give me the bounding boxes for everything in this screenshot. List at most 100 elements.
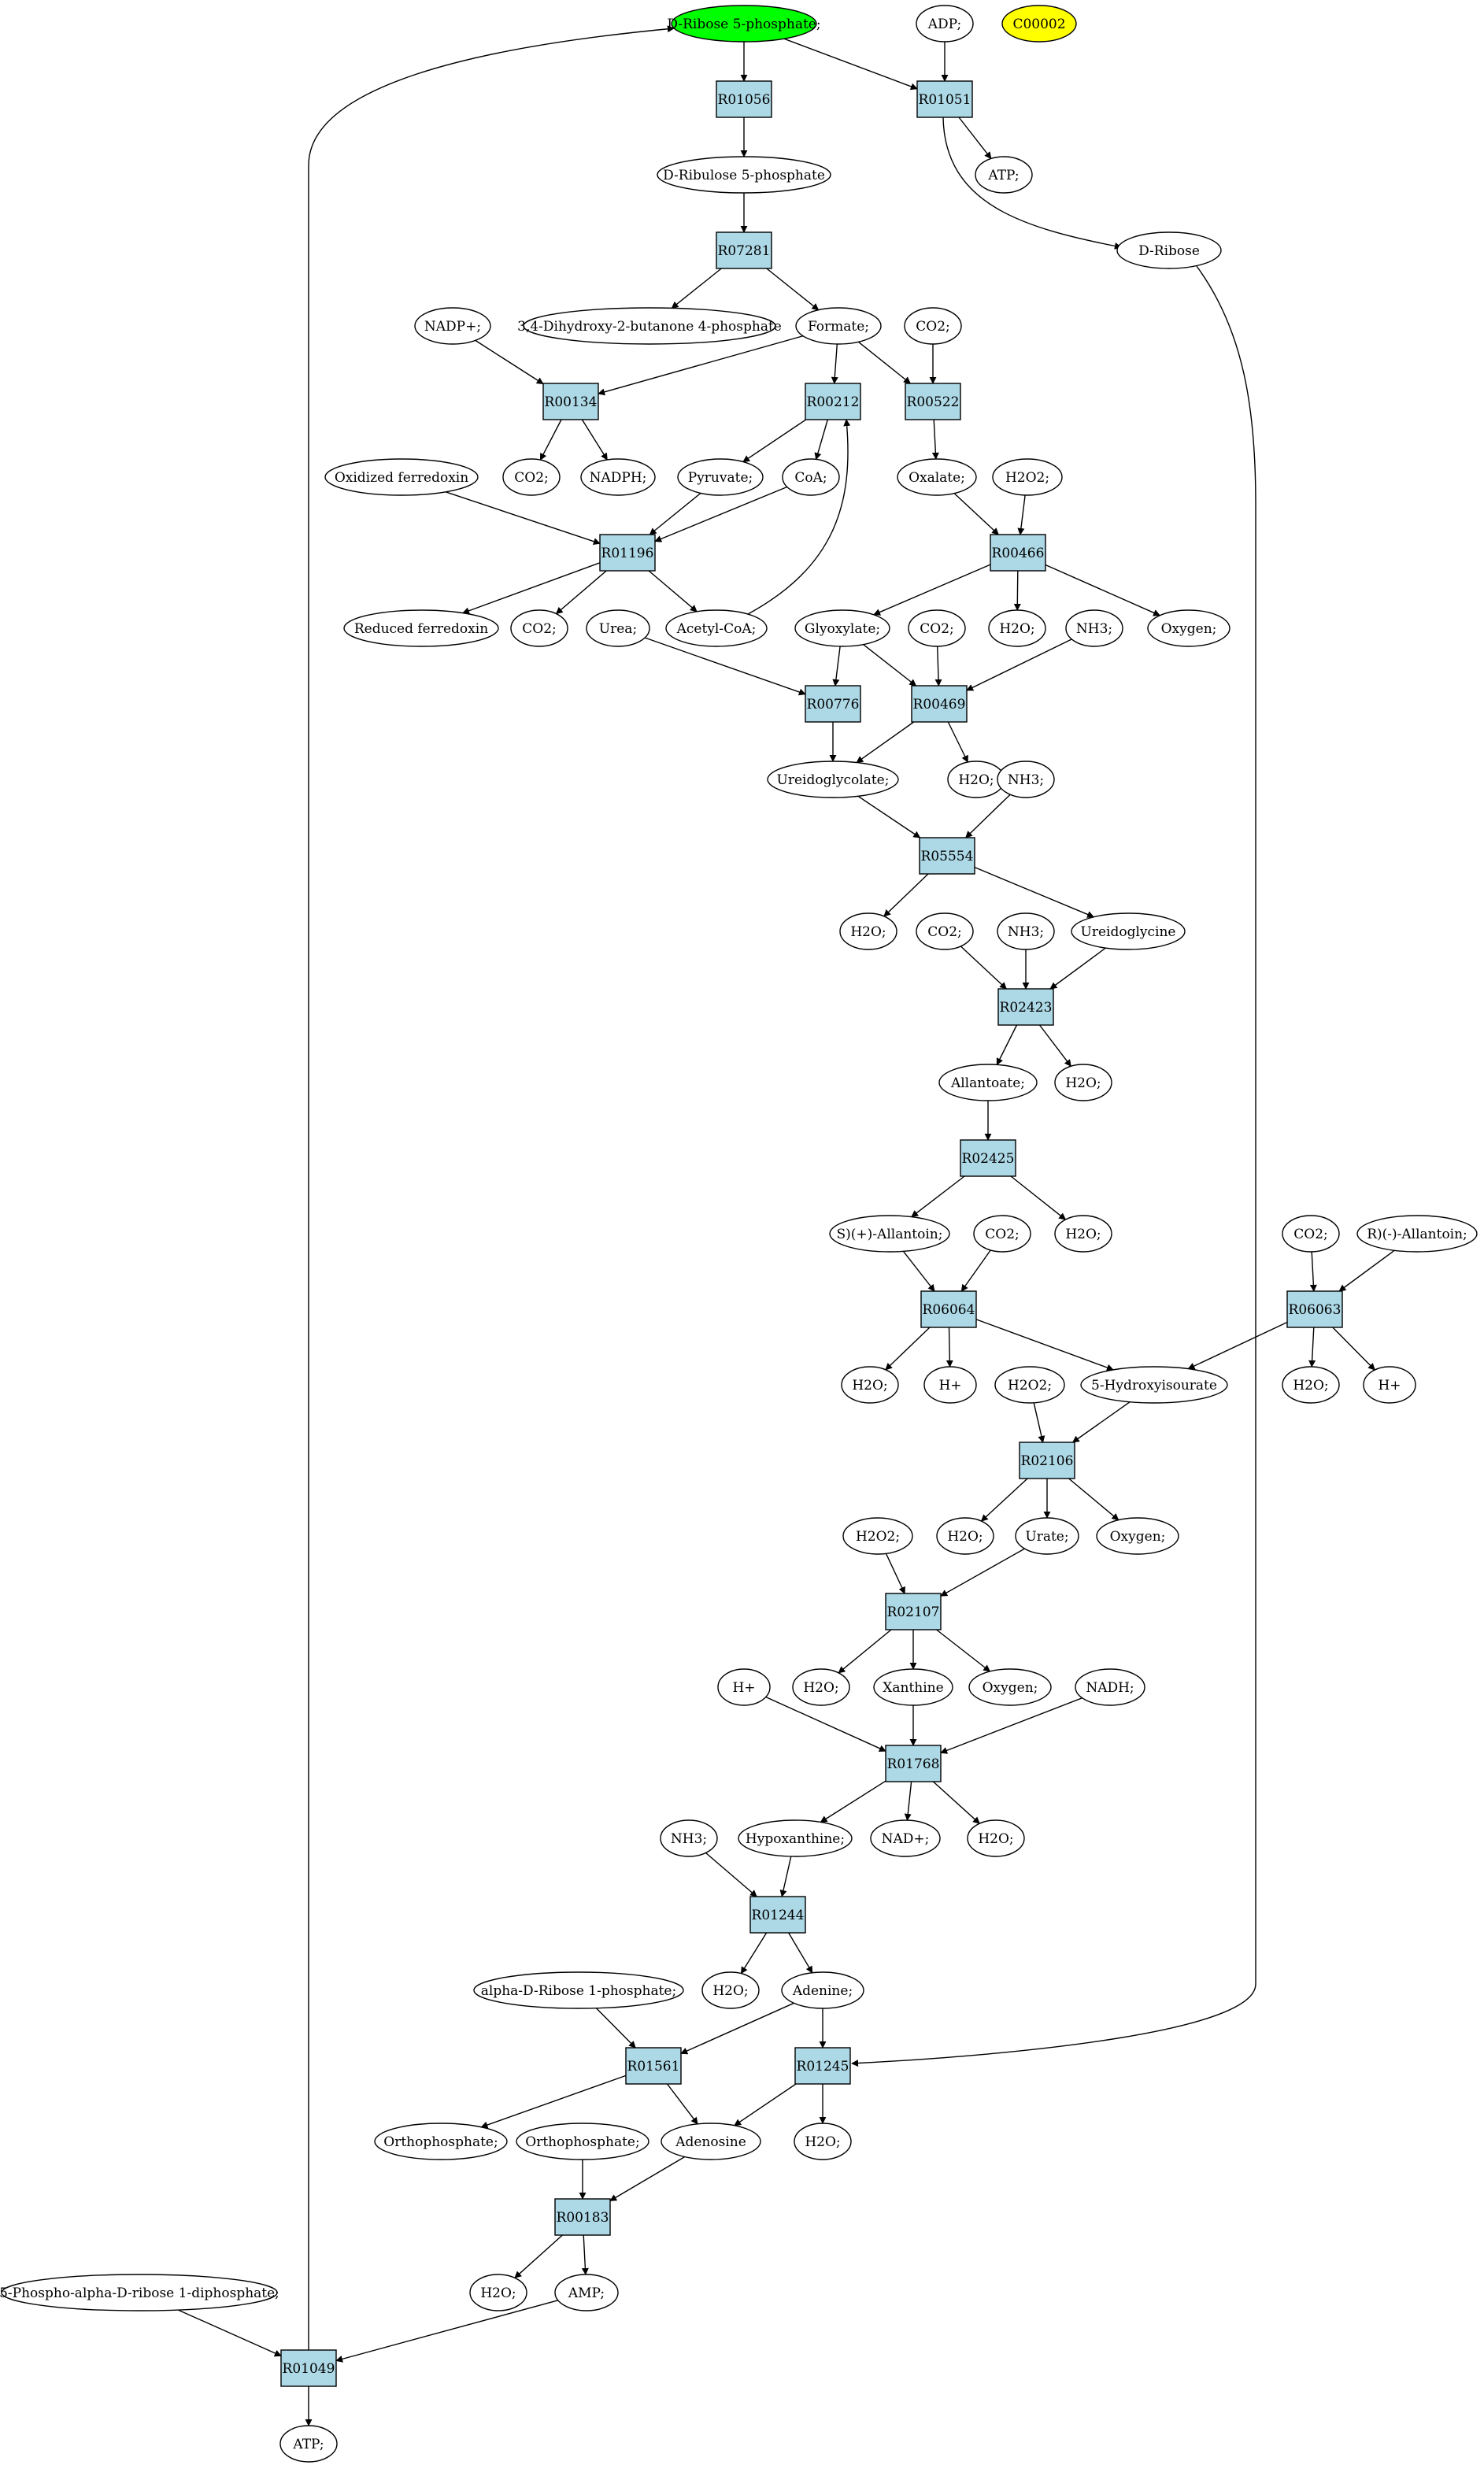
compound-node-oxalate[interactable]: Oxalate;: [897, 458, 977, 496]
reaction-node-R07281[interactable]: R07281: [716, 231, 772, 269]
reaction-label: R00183: [557, 2210, 609, 2226]
compound-node-adp[interactable]: ADP;: [916, 5, 974, 43]
compound-node-urate[interactable]: Urate;: [1015, 1517, 1079, 1555]
compound-ellipse: [661, 2123, 761, 2160]
reaction-node-R01561[interactable]: R01561: [625, 2047, 682, 2085]
reaction-node-R00134[interactable]: R00134: [542, 383, 599, 420]
compound-node-pyruvate[interactable]: Pyruvate;: [677, 458, 764, 496]
compound-node-xanthine[interactable]: Xanthine: [873, 1668, 953, 1706]
compound-node-hplus_c[interactable]: H+: [717, 1668, 771, 1706]
reaction-box: [997, 988, 1054, 1026]
compound-node-formate[interactable]: Formate;: [795, 307, 882, 345]
compound-node-oxygen_c[interactable]: Oxygen;: [968, 1668, 1052, 1706]
compound-node-dribose5p[interactable]: D-Ribose 5-phosphate;: [667, 5, 821, 43]
reaction-node-R01244[interactable]: R01244: [749, 1896, 806, 1934]
compound-node-ureidoglycolate[interactable]: Ureidoglycolate;: [767, 761, 899, 798]
reaction-node-R01245[interactable]: R01245: [794, 2047, 851, 2085]
compound-node-ureidoglycine[interactable]: Ureidoglycine: [1071, 912, 1186, 950]
compound-node-dihydroxybutanone[interactable]: 3,4-Dihydroxy-2-butanone 4-phosphate: [517, 307, 782, 345]
compound-node-adenosine[interactable]: Adenosine: [661, 2123, 761, 2160]
reaction-node-R01051[interactable]: R01051: [916, 80, 973, 118]
compound-node-allantoate[interactable]: Allantoate;: [938, 1064, 1038, 1101]
compound-node-nh3_c[interactable]: NH3;: [997, 912, 1055, 950]
compound-node-hypoxanthine[interactable]: Hypoxanthine;: [738, 1819, 853, 1857]
reaction-node-R00469[interactable]: R00469: [911, 685, 968, 723]
compound-node-h2o_b[interactable]: H2O;: [947, 761, 1005, 798]
reaction-node-R00522[interactable]: R00522: [905, 383, 961, 420]
reaction-node-R01056[interactable]: R01056: [716, 80, 772, 118]
compound-node-glyoxylate[interactable]: Glyoxylate;: [794, 609, 890, 647]
compound-node-rallantoin[interactable]: R)(-)-Allantoin;: [1356, 1215, 1478, 1253]
reaction-box: [905, 383, 961, 420]
compound-node-nadph[interactable]: NADPH;: [580, 458, 656, 496]
compound-node-h2o_h[interactable]: H2O;: [936, 1517, 994, 1555]
reaction-node-R02107[interactable]: R02107: [885, 1593, 942, 1630]
compound-node-co2_e[interactable]: CO2;: [916, 912, 974, 950]
compound-node-orthophos_a[interactable]: Orthophosphate;: [374, 2123, 508, 2160]
compound-node-h2o_l[interactable]: H2O;: [794, 2123, 852, 2160]
compound-node-h2o_d[interactable]: H2O;: [1054, 1064, 1112, 1101]
compound-label: 5-Hydroxyisourate: [1091, 1378, 1217, 1394]
reaction-node-R01768[interactable]: R01768: [885, 1745, 942, 1782]
compound-node-urea[interactable]: Urea;: [586, 609, 650, 647]
compound-node-acetylcoa[interactable]: Acetyl-CoA;: [665, 609, 768, 647]
reaction-node-R00183[interactable]: R00183: [554, 2198, 611, 2236]
compound-node-oxygen_b[interactable]: Oxygen;: [1096, 1517, 1179, 1555]
compound-node-h2o_g[interactable]: H2O;: [1282, 1366, 1340, 1404]
compound-node-h2o_i[interactable]: H2O;: [792, 1668, 850, 1706]
compound-node-prpp[interactable]: 5-Phospho-alpha-D-ribose 1-diphosphate;: [0, 2274, 279, 2311]
reaction-node-R06063[interactable]: R06063: [1286, 1290, 1343, 1328]
compound-node-co2_f[interactable]: CO2;: [973, 1215, 1031, 1253]
compound-node-h2o_m[interactable]: H2O;: [469, 2274, 527, 2311]
edge-nh3_a-to-R00469: [966, 638, 1072, 691]
reaction-node-R00212[interactable]: R00212: [805, 383, 861, 420]
compound-node-oxygen_a[interactable]: Oxygen;: [1147, 609, 1230, 647]
compound-node-co2_b[interactable]: CO2;: [502, 458, 561, 496]
compound-node-h2o_k[interactable]: H2O;: [701, 1971, 760, 2009]
compound-node-sallantoin[interactable]: S)(+)-Allantoin;: [829, 1215, 950, 1253]
reaction-node-R02423[interactable]: R02423: [997, 988, 1054, 1026]
compound-node-nh3_a[interactable]: NH3;: [1065, 609, 1123, 647]
reaction-node-R05554[interactable]: R05554: [919, 837, 975, 875]
reaction-node-R00466[interactable]: R00466: [990, 534, 1046, 572]
compound-node-redferr[interactable]: Reduced ferredoxin: [343, 609, 499, 647]
compound-node-adenine[interactable]: Adenine;: [781, 1971, 864, 2009]
compound-node-co2_d[interactable]: CO2;: [908, 609, 966, 647]
compound-node-coa[interactable]: CoA;: [782, 458, 840, 496]
compound-node-nh3_b[interactable]: NH3;: [997, 761, 1055, 798]
compound-node-atp1[interactable]: ATP;: [975, 156, 1033, 194]
compound-node-c00002[interactable]: C00002: [1001, 5, 1077, 43]
compound-node-h2o2_b[interactable]: H2O2;: [994, 1366, 1065, 1404]
compound-node-dribose[interactable]: D-Ribose: [1116, 231, 1222, 269]
compound-node-amp[interactable]: AMP;: [554, 2274, 619, 2311]
reaction-node-R02425[interactable]: R02425: [960, 1139, 1016, 1177]
compound-node-h2o2_a[interactable]: H2O2;: [992, 458, 1063, 496]
reaction-node-R01196[interactable]: R01196: [599, 534, 656, 572]
compound-node-alpharib1p[interactable]: alpha-D-Ribose 1-phosphate;: [473, 1971, 684, 2009]
compound-node-atp2[interactable]: ATP;: [279, 2425, 338, 2463]
compound-node-dribulose5p[interactable]: D-Ribulose 5-phosphate: [657, 156, 831, 194]
edge-glyoxylate-to-R00469: [863, 644, 917, 687]
compound-node-co2_c[interactable]: CO2;: [510, 609, 568, 647]
compound-node-nadpplus[interactable]: NADP+;: [414, 307, 491, 345]
compound-node-oxferr[interactable]: Oxidized ferredoxin: [324, 458, 479, 496]
reaction-node-R01049[interactable]: R01049: [280, 2349, 337, 2387]
reaction-node-R06064[interactable]: R06064: [920, 1290, 977, 1328]
reaction-node-R02106[interactable]: R02106: [1019, 1442, 1075, 1479]
compound-node-hydroxyisourate[interactable]: 5-Hydroxyisourate: [1080, 1366, 1228, 1404]
compound-node-co2_a[interactable]: CO2;: [904, 307, 962, 345]
compound-node-nh3_d[interactable]: NH3;: [660, 1819, 718, 1857]
compound-node-h2o_a[interactable]: H2O;: [988, 609, 1046, 647]
compound-node-nadh[interactable]: NADH;: [1075, 1668, 1145, 1706]
compound-node-h2o2_c[interactable]: H2O2;: [842, 1517, 913, 1555]
compound-node-h2o_j[interactable]: H2O;: [967, 1819, 1025, 1857]
compound-node-nadplus[interactable]: NAD+;: [870, 1819, 941, 1857]
compound-node-h2o_f[interactable]: H2O;: [841, 1366, 899, 1404]
reaction-node-R00776[interactable]: R00776: [805, 685, 861, 723]
compound-node-co2_g[interactable]: CO2;: [1282, 1215, 1340, 1253]
compound-node-hplus_b[interactable]: H+: [1363, 1366, 1416, 1404]
compound-node-h2o_c[interactable]: H2O;: [839, 912, 897, 950]
compound-node-orthophos_b[interactable]: Orthophosphate;: [516, 2123, 649, 2160]
compound-node-hplus_a[interactable]: H+: [923, 1366, 977, 1404]
compound-node-h2o_e[interactable]: H2O;: [1054, 1215, 1112, 1253]
